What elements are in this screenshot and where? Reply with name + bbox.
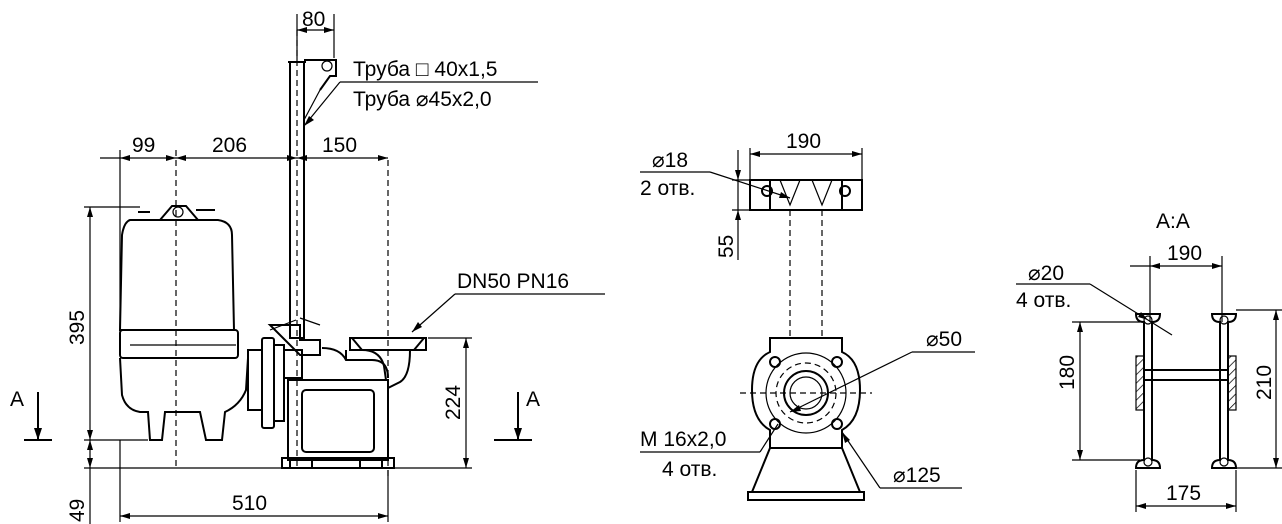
flange-hole-diameter: ⌀18 (652, 149, 688, 172)
flange-phi50-label: ⌀50 (926, 328, 962, 351)
flange-view: 190 ⌀18 2 отв. 55 (640, 130, 975, 501)
dim-49-label: 49 (66, 499, 89, 522)
section-hole-count: 4 отв. (1016, 289, 1071, 312)
side-view: 80 Труба □ 40x1,5 Труба ⌀45x2,0 99 206 1… (10, 8, 605, 524)
flange-dim-phi125: ⌀125 (841, 431, 962, 489)
section-hole-diameter: ⌀20 (1028, 262, 1064, 285)
section-dim-190: 190 (1130, 242, 1223, 322)
dim-row-top: 99 206 150 (100, 134, 388, 330)
flange-hole-count: 2 отв. (640, 177, 695, 200)
dim-395: 395 (66, 206, 148, 441)
dim-395-label: 395 (66, 310, 89, 345)
section-dim-190-label: 190 (1167, 242, 1202, 265)
flange-dim-190-label: 190 (786, 130, 821, 153)
section-dim-180-label: 180 (1056, 355, 1079, 390)
dim-224: 224 (394, 337, 472, 469)
pump-motor (118, 205, 249, 441)
section-marker-right: A (494, 388, 540, 441)
discharge-assembly (247, 324, 427, 469)
section-marker-left-label: A (10, 388, 24, 411)
flange-dim-190: 190 (749, 130, 863, 180)
section-left-plate (1134, 313, 1162, 469)
dim-150-label: 150 (322, 134, 357, 157)
pipe-labels: Труба □ 40x1,5 Труба ⌀45x2,0 (303, 58, 538, 127)
flange-label-text: DN50 PN16 (457, 270, 569, 293)
section-dim-210: 210 (1236, 309, 1282, 469)
top-bracket (749, 179, 863, 211)
flange-label: DN50 PN16 (411, 270, 605, 333)
section-hole-label: ⌀20 4 отв. (1016, 262, 1173, 336)
dim-510-label: 510 (232, 492, 267, 515)
dim-80-label: 80 (302, 8, 325, 31)
flange-thread-count: 4 отв. (662, 458, 717, 481)
section-dim-175: 175 (1135, 470, 1237, 512)
flange-hole-label: ⌀18 2 отв. (640, 149, 791, 200)
section-right-plate (1210, 313, 1238, 469)
section-dim-180: 180 (1056, 321, 1140, 461)
flange-phi125-label: ⌀125 (893, 464, 941, 487)
dim-99-label: 99 (132, 134, 155, 157)
flange-body (740, 337, 872, 501)
section-crossbar (1143, 369, 1229, 381)
section-title: A:A (1156, 210, 1190, 233)
flange-thread-size: M 16x2,0 (640, 428, 726, 451)
dim-224-label: 224 (442, 385, 465, 420)
pipe-square-label: Труба □ 40x1,5 (353, 58, 497, 81)
section-marker-right-label: A (526, 388, 540, 411)
pipe-round-label: Труба ⌀45x2,0 (353, 88, 492, 111)
dim-49: 49 (66, 440, 282, 524)
flange-thread-label: M 16x2,0 4 отв. (640, 423, 779, 481)
section-dim-175-label: 175 (1166, 482, 1201, 505)
flange-dim-55: 55 (715, 150, 750, 260)
dim-206-label: 206 (212, 134, 247, 157)
dim-80: 80 (296, 8, 335, 60)
flange-dim-phi50: ⌀50 (789, 328, 975, 413)
section-dim-210-label: 210 (1253, 365, 1276, 400)
dim-510: 510 (119, 440, 389, 522)
section-view: A:A 190 ⌀20 4 отв. (1016, 210, 1282, 512)
flange-dim-55-label: 55 (715, 235, 738, 258)
section-marker-left: A (10, 388, 52, 441)
guide-pipe (269, 59, 337, 339)
